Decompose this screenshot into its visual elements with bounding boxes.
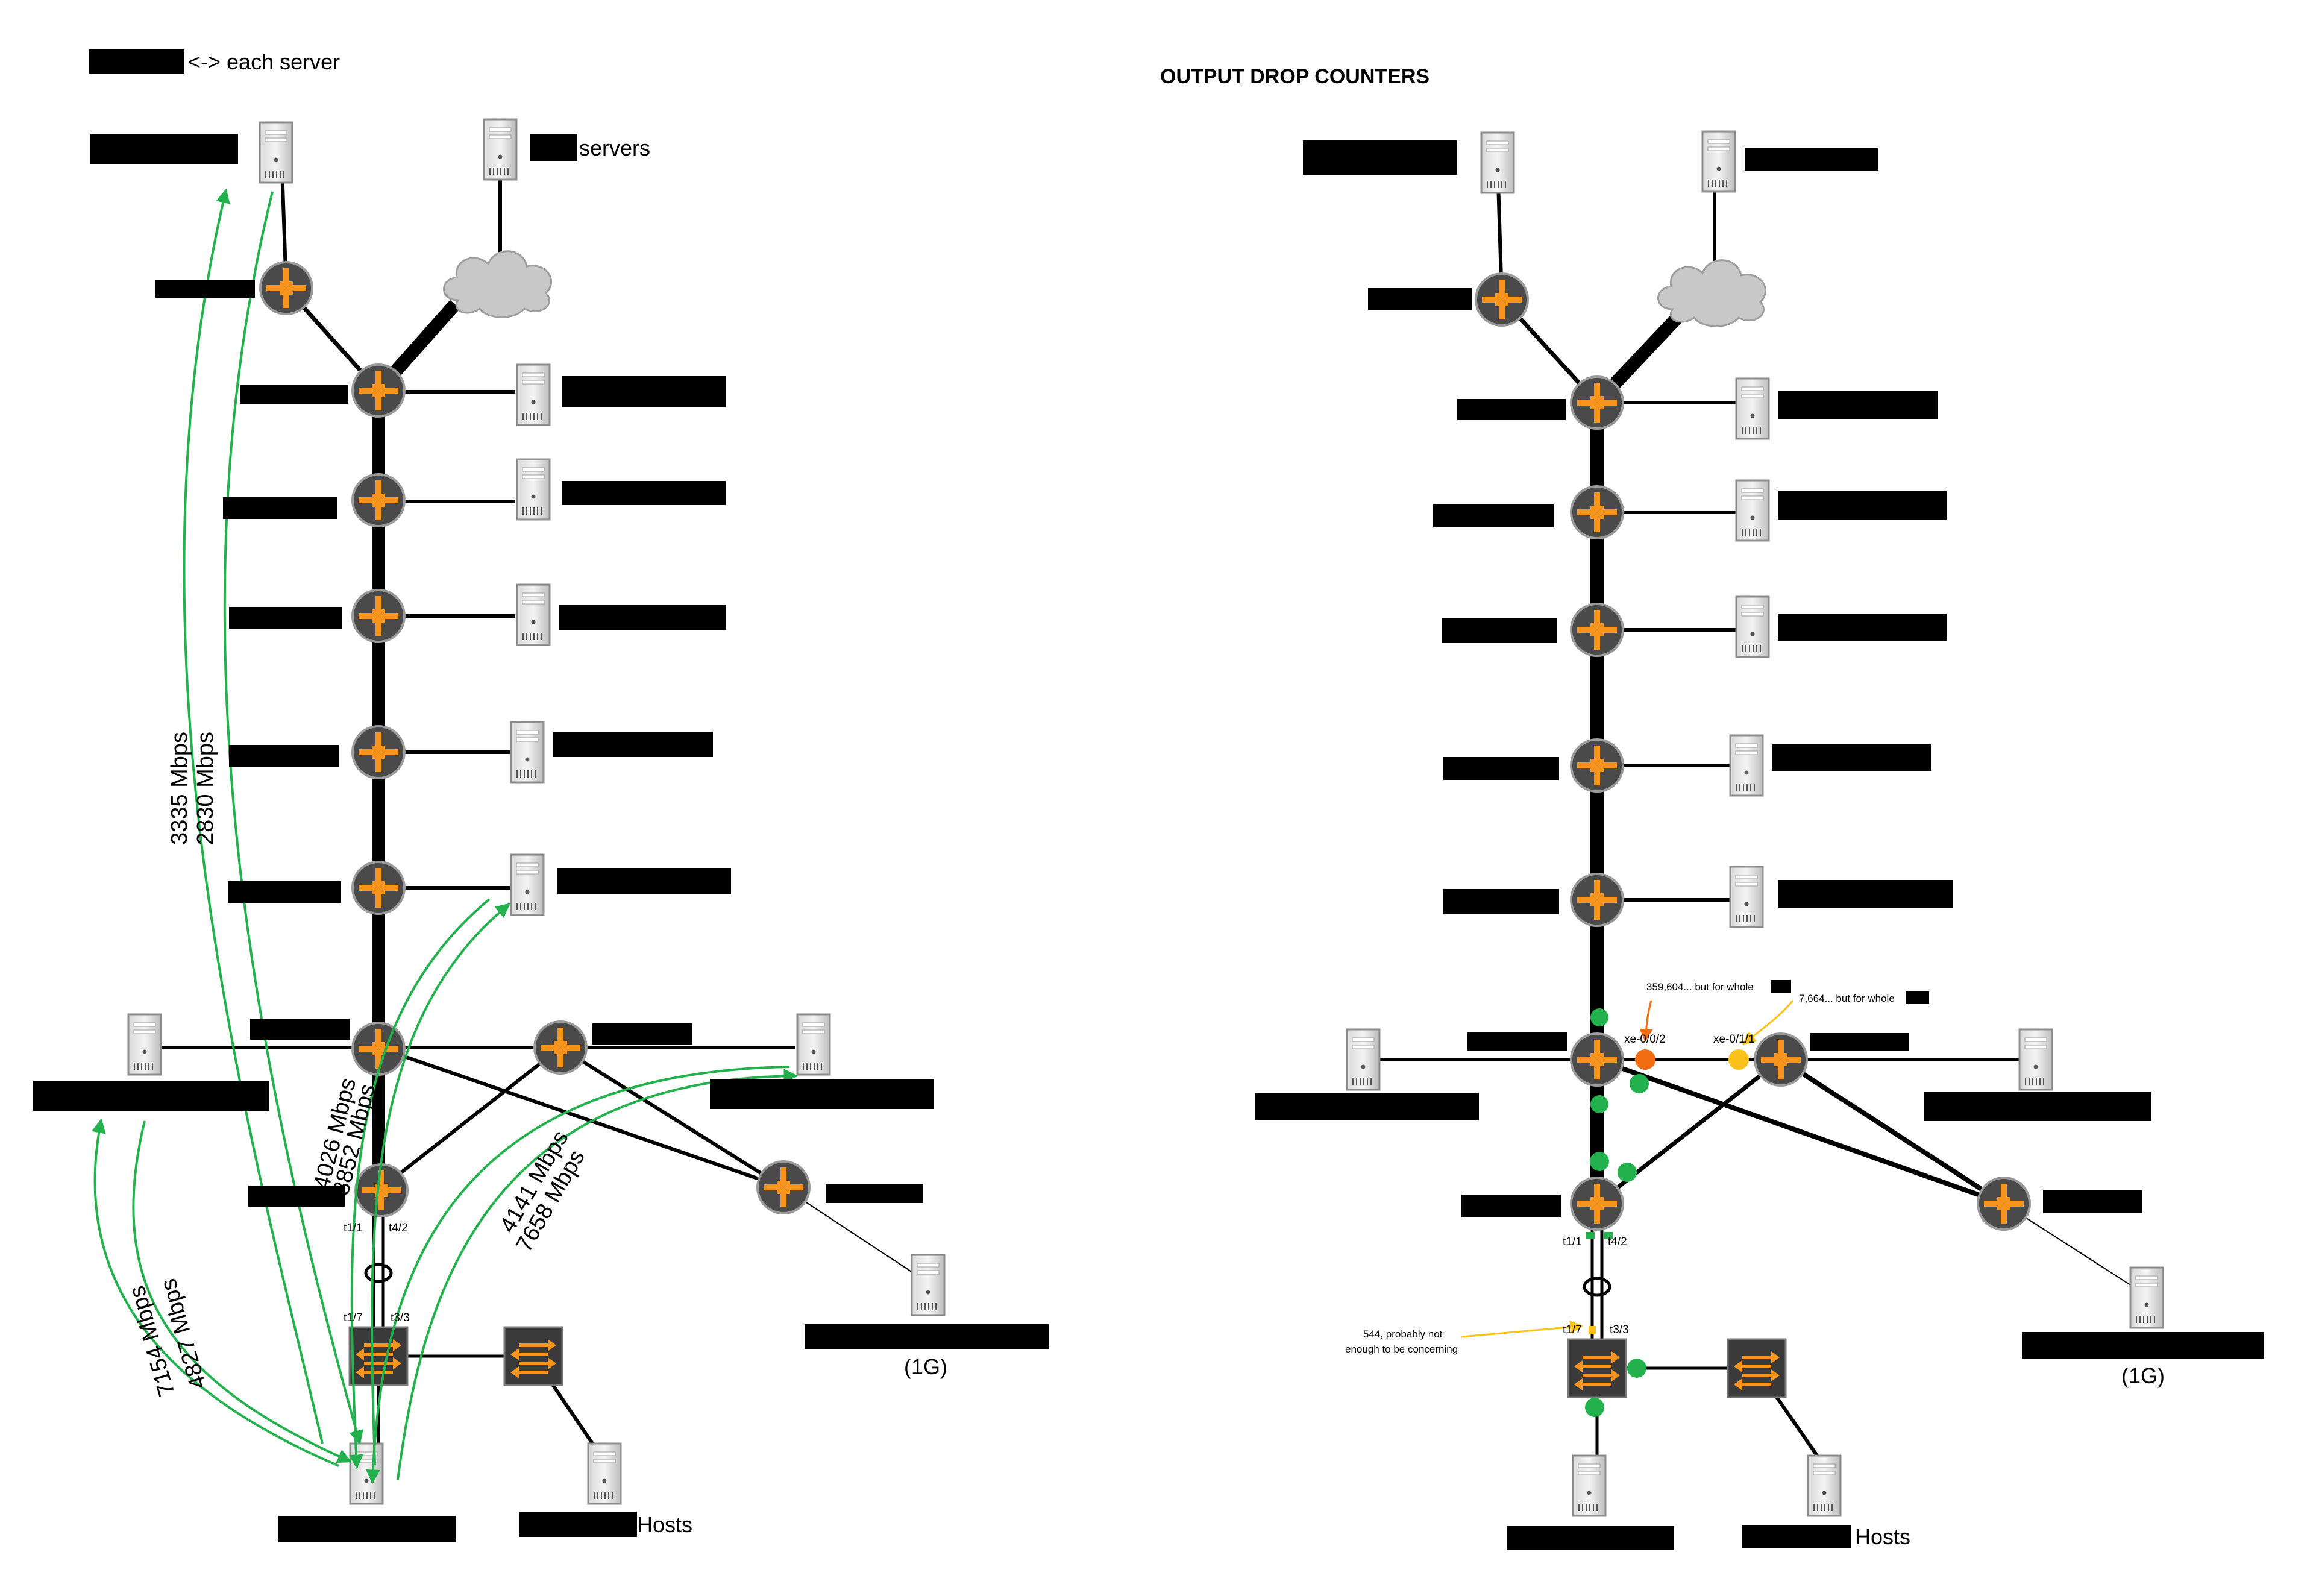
server-icon	[587, 1442, 622, 1505]
left-redactions	[33, 49, 1049, 1542]
counter-dots	[1585, 1008, 1749, 1417]
port-label: t1/1	[1563, 1236, 1582, 1248]
rate-label: 3335 Mbps	[167, 732, 192, 845]
interface-label: xe-0/1/1	[1713, 1033, 1755, 1046]
switch-icon	[503, 1326, 563, 1386]
annotation-note: enough to be concerning	[1345, 1343, 1458, 1355]
router-icon	[1570, 1177, 1624, 1231]
right-diagram: OUTPUT DROP COUNTERS Hosts (1G) t1/1 t4/…	[1160, 65, 2264, 1550]
port-label: t1/7	[1563, 1324, 1582, 1336]
router-icon	[351, 725, 406, 779]
router-icon	[1570, 1032, 1624, 1087]
port-label: t1/7	[344, 1312, 363, 1324]
server-icon	[796, 1013, 831, 1076]
speed-label: (1G)	[904, 1354, 947, 1379]
router-icon	[351, 589, 406, 643]
annotation-note: 359,604... but for whole	[1646, 981, 1754, 993]
speed-label: (1G)	[2121, 1363, 2165, 1388]
server-icon	[259, 121, 293, 184]
annotation-note: 7,664... but for whole	[1799, 993, 1895, 1004]
port-label: t1/1	[344, 1222, 363, 1234]
legend-text: <-> each server	[188, 49, 340, 74]
router-icon	[351, 363, 406, 418]
router-icon	[1754, 1032, 1808, 1087]
server-icon	[2018, 1028, 2053, 1091]
port-label: t3/3	[391, 1312, 410, 1324]
server-icon	[1807, 1454, 1842, 1517]
server-icon	[516, 583, 551, 646]
server-icon	[1735, 377, 1770, 440]
left-links	[162, 149, 917, 1474]
router-icon	[354, 1163, 409, 1217]
server-icon	[1735, 595, 1770, 658]
lag-ring-icon	[1583, 1277, 1611, 1297]
annotation-note: 544, probably not	[1363, 1328, 1443, 1340]
switch-icon	[348, 1326, 409, 1386]
server-icon	[516, 458, 551, 521]
hosts-label: Hosts	[1855, 1524, 1910, 1549]
switch-icon	[1727, 1338, 1787, 1398]
router-icon	[351, 1022, 406, 1076]
server-icon	[1346, 1028, 1381, 1091]
router-icon	[1570, 485, 1624, 539]
hosts-label: Hosts	[637, 1512, 692, 1537]
router-icon	[533, 1020, 588, 1075]
router-icon	[1570, 375, 1624, 430]
server-icon	[127, 1013, 162, 1076]
router-icon	[1570, 738, 1624, 793]
server-icon	[483, 118, 518, 181]
router-icon	[1475, 272, 1529, 327]
server-icon	[510, 853, 545, 916]
servers-label: servers	[579, 136, 650, 160]
router-icon	[1570, 873, 1624, 927]
router-icon	[1570, 603, 1624, 657]
rate-label: 2830 Mbps	[193, 732, 218, 845]
port-label: t4/2	[1608, 1236, 1627, 1248]
right-links	[1380, 156, 2146, 1486]
server-icon	[1735, 479, 1770, 542]
server-icon	[1729, 734, 1764, 797]
server-icon	[1729, 866, 1764, 928]
server-icon	[510, 721, 545, 784]
left-traffic-arrows	[92, 188, 799, 1484]
router-icon	[1977, 1177, 2031, 1231]
switch-icon	[1567, 1338, 1627, 1398]
cloud-icon	[1657, 259, 1767, 327]
diagram-title: OUTPUT DROP COUNTERS	[1160, 65, 1429, 88]
right-redactions	[1255, 140, 2264, 1550]
server-icon	[2129, 1266, 2164, 1329]
server-icon	[516, 363, 551, 426]
left-diagram: <-> each server servers Hosts (1G) t1/1 …	[33, 49, 1049, 1542]
port-label: t4/2	[389, 1222, 408, 1234]
server-icon	[1572, 1454, 1607, 1517]
cloud-icon	[442, 250, 553, 318]
router-icon	[756, 1160, 811, 1214]
server-icon	[1701, 130, 1736, 193]
annotation-arrows	[1461, 1000, 1794, 1338]
router-icon	[259, 261, 313, 315]
lag-ring-icon	[364, 1263, 393, 1283]
router-icon	[351, 861, 406, 915]
right-text: OUTPUT DROP COUNTERS Hosts (1G) t1/1 t4/…	[1160, 65, 2165, 1549]
router-icon	[351, 473, 406, 527]
server-icon	[911, 1254, 946, 1316]
server-icon	[1480, 131, 1515, 194]
interface-label: xe-0/0/2	[1624, 1033, 1666, 1046]
port-label: t3/3	[1610, 1324, 1629, 1336]
